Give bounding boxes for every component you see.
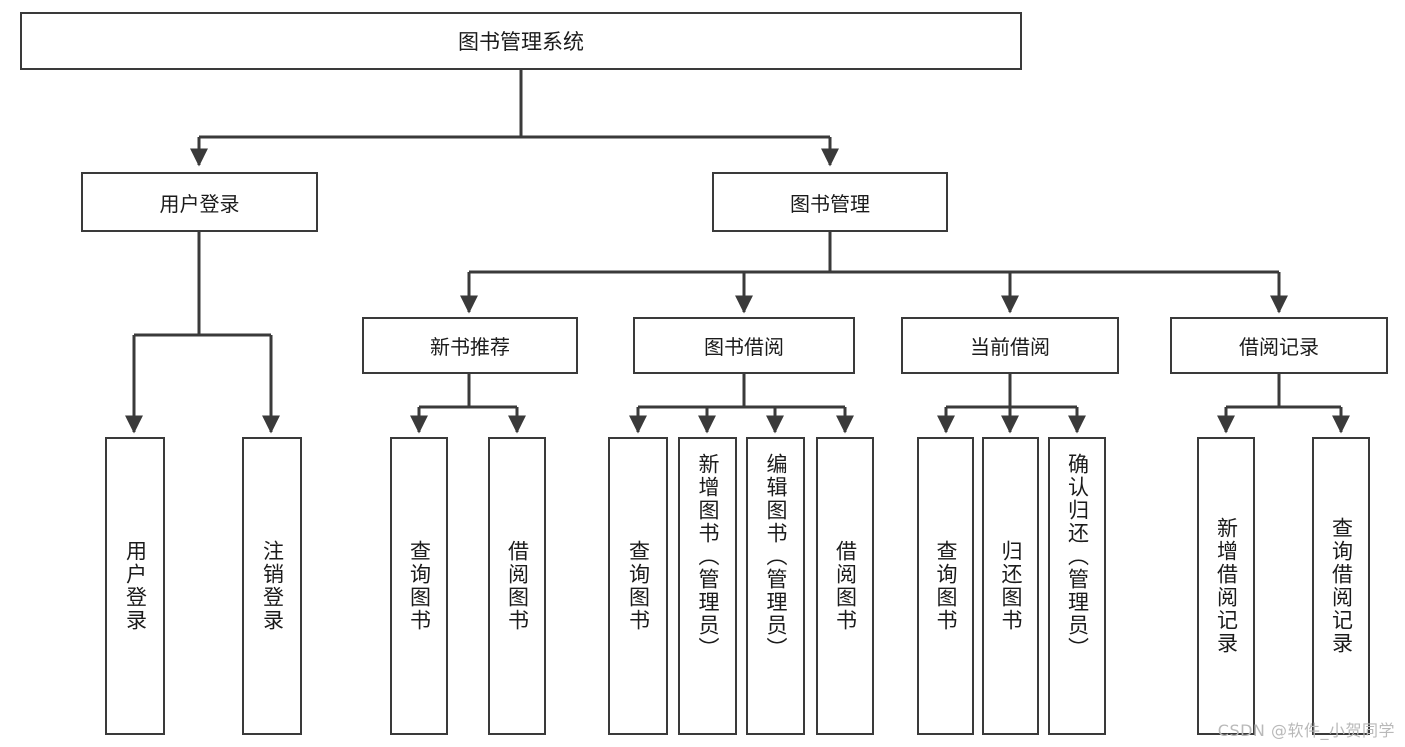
leaf-user-login[interactable]: 用户登录 xyxy=(105,437,165,735)
node-borrow-record[interactable]: 借阅记录 xyxy=(1170,317,1388,374)
leaf-borrow-book-1[interactable]: 借阅图书 xyxy=(488,437,546,735)
node-book-borrow[interactable]: 图书借阅 xyxy=(633,317,855,374)
node-label: 编辑图书（管理员） xyxy=(764,453,788,660)
node-root-system[interactable]: 图书管理系统 xyxy=(20,12,1022,70)
node-label: 查询图书 xyxy=(626,540,651,632)
node-label: 查询图书 xyxy=(407,540,432,632)
node-label: 查询图书 xyxy=(934,540,958,632)
leaf-add-borrow-record[interactable]: 新增借阅记录 xyxy=(1197,437,1255,735)
node-label: 注销登录 xyxy=(260,540,285,632)
leaf-query-book-1[interactable]: 查询图书 xyxy=(390,437,448,735)
node-label: 借阅图书 xyxy=(833,540,858,632)
node-current-borrow[interactable]: 当前借阅 xyxy=(901,317,1119,374)
node-new-book-rec[interactable]: 新书推荐 xyxy=(362,317,578,374)
node-label: 图书管理 xyxy=(790,191,870,216)
node-label: 借阅图书 xyxy=(505,540,530,632)
leaf-borrow-book-2[interactable]: 借阅图书 xyxy=(816,437,874,735)
node-user-login[interactable]: 用户登录 xyxy=(81,172,318,232)
node-label: 归还图书 xyxy=(999,540,1023,632)
node-label: 当前借阅 xyxy=(970,335,1050,359)
leaf-query-book-2[interactable]: 查询图书 xyxy=(608,437,668,735)
leaf-query-borrow-record[interactable]: 查询借阅记录 xyxy=(1312,437,1370,735)
node-label: 新书推荐 xyxy=(430,335,510,359)
node-book-manage[interactable]: 图书管理 xyxy=(712,172,948,232)
node-label: 借阅记录 xyxy=(1239,335,1319,359)
node-label: 图书管理系统 xyxy=(458,30,584,54)
node-label: 用户登录 xyxy=(123,540,148,632)
node-label: 确认归还（管理员） xyxy=(1065,453,1090,660)
node-label: 查询借阅记录 xyxy=(1329,517,1354,655)
leaf-query-book-3[interactable]: 查询图书 xyxy=(917,437,974,735)
node-label: 新增图书（管理员） xyxy=(696,453,720,660)
leaf-logout-login[interactable]: 注销登录 xyxy=(242,437,302,735)
node-label: 新增借阅记录 xyxy=(1214,517,1239,655)
leaf-add-book-admin[interactable]: 新增图书（管理员） xyxy=(678,437,737,735)
leaf-return-book[interactable]: 归还图书 xyxy=(982,437,1039,735)
node-label: 图书借阅 xyxy=(704,335,784,359)
leaf-confirm-return-admin[interactable]: 确认归还（管理员） xyxy=(1048,437,1106,735)
leaf-edit-book-admin[interactable]: 编辑图书（管理员） xyxy=(746,437,805,735)
node-label: 用户登录 xyxy=(159,191,240,216)
